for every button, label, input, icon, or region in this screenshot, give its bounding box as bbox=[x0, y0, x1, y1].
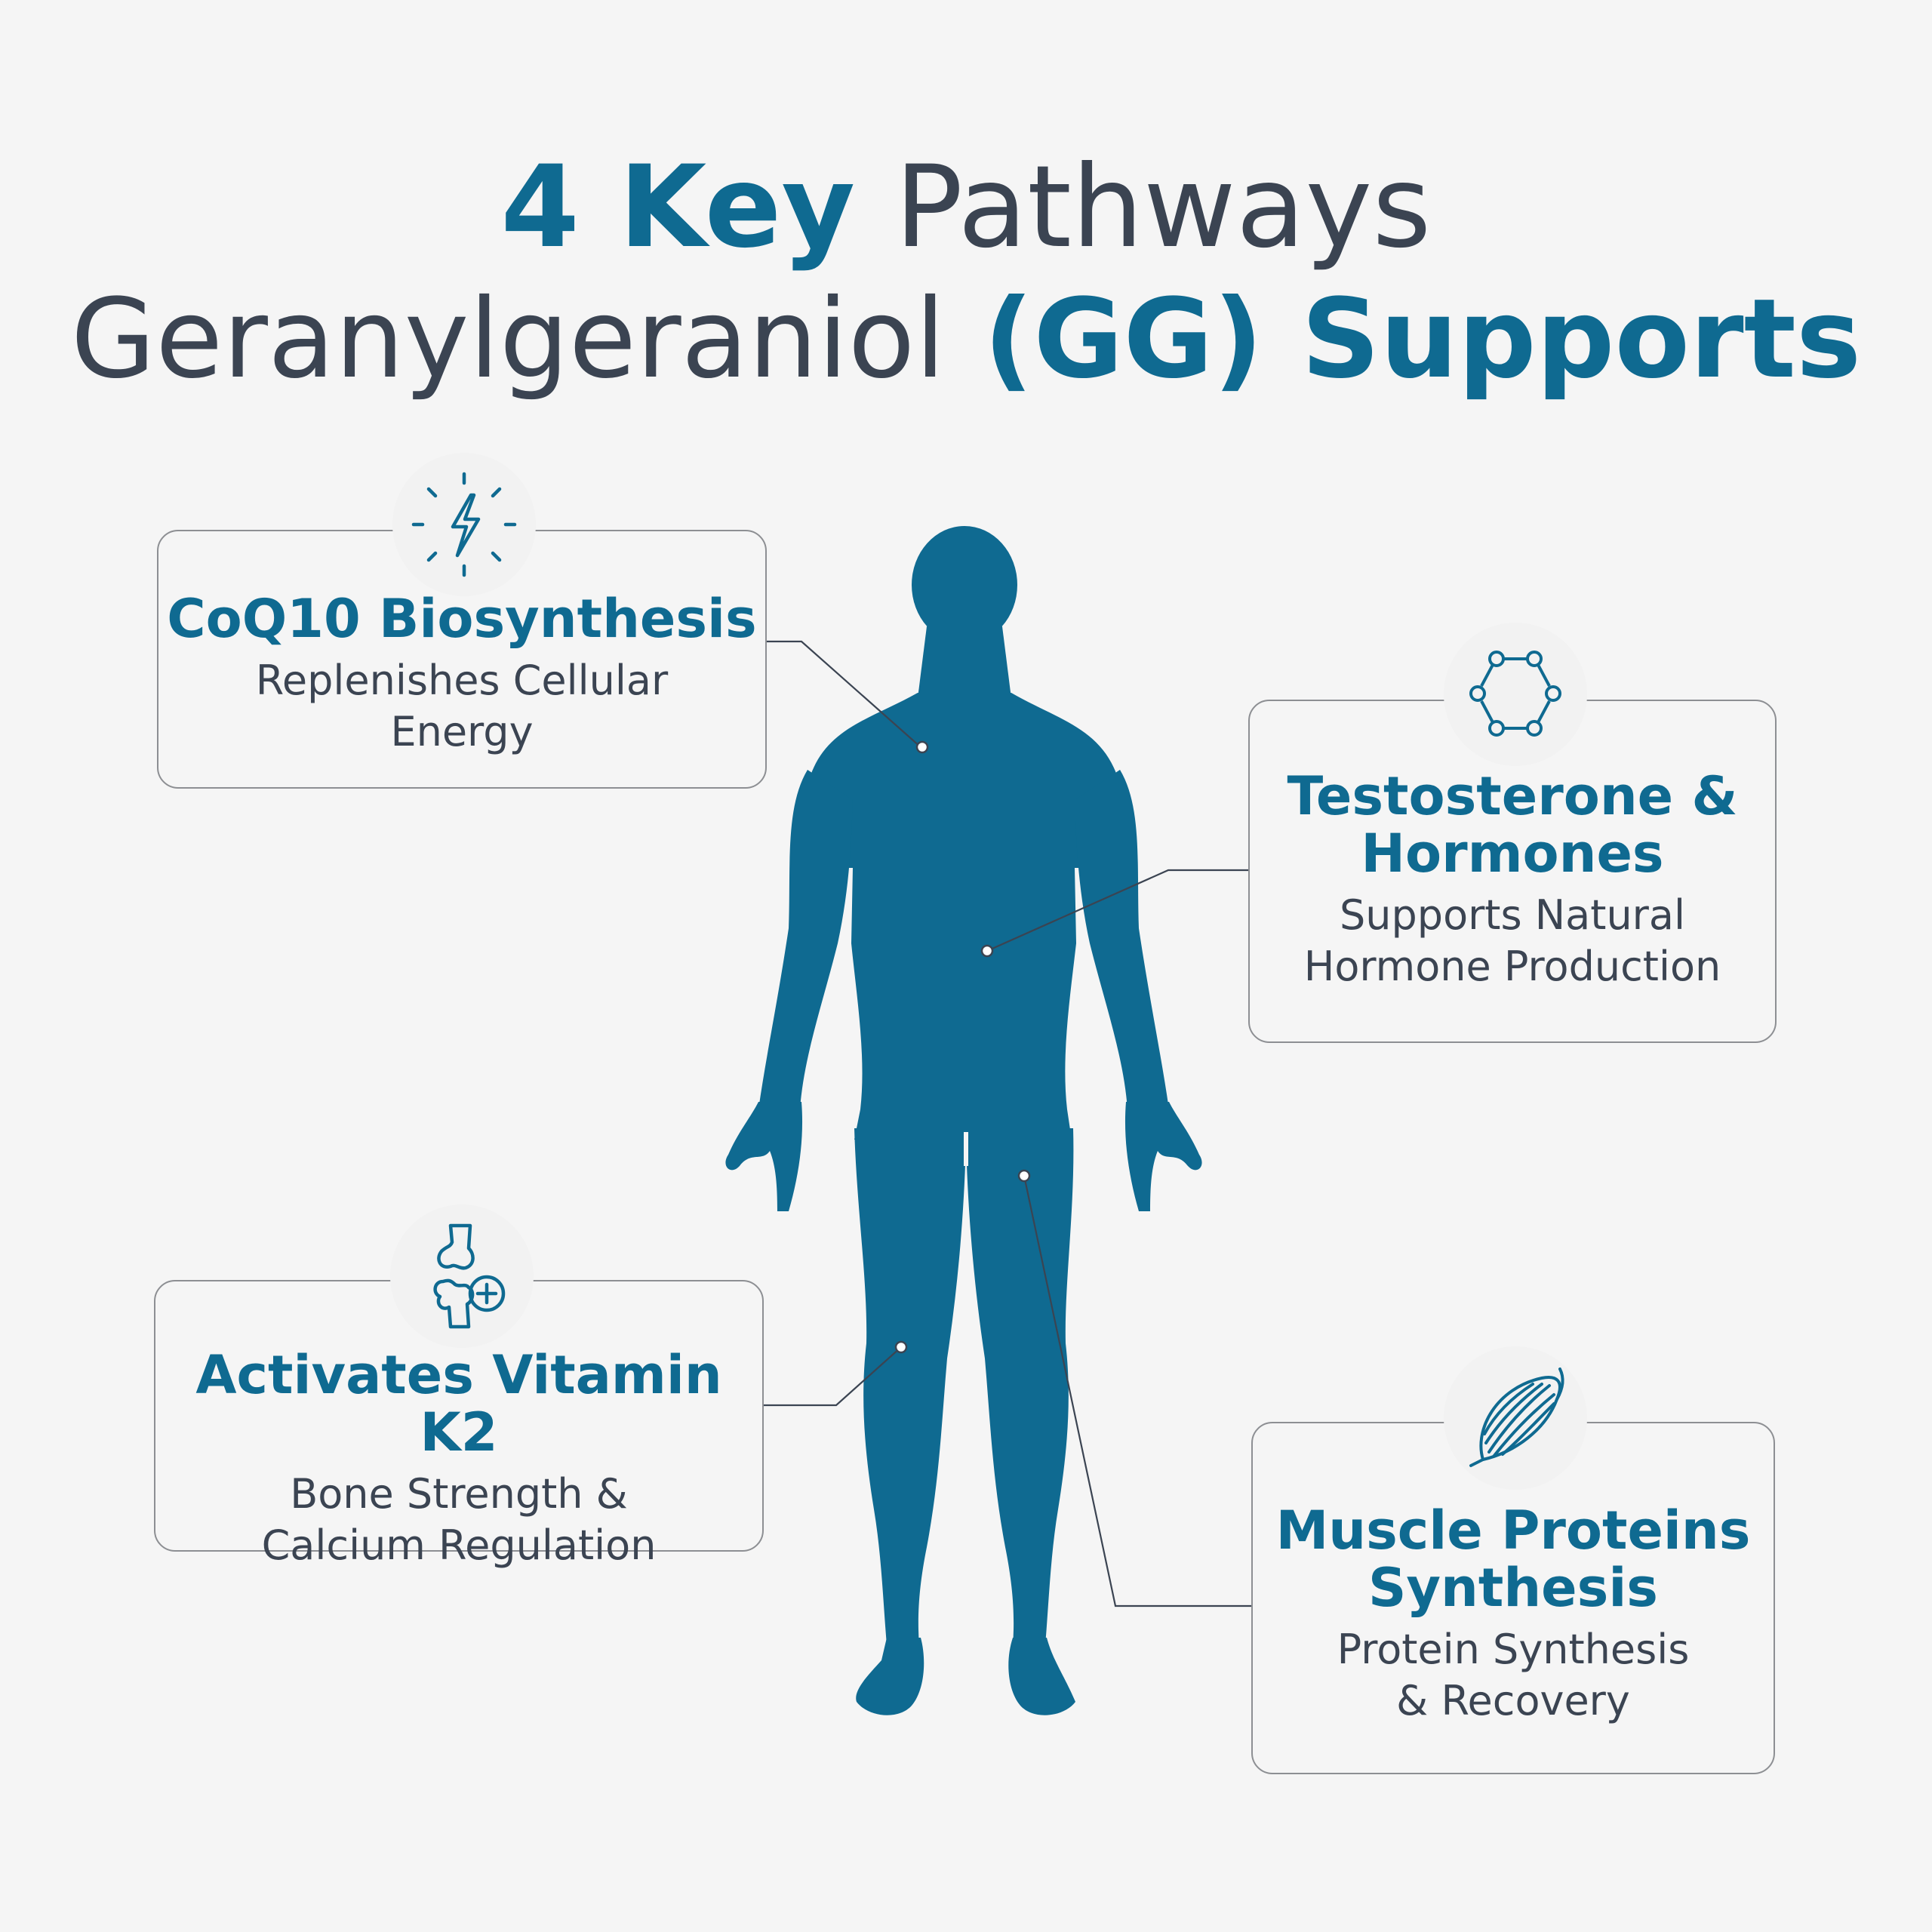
dot-muscle bbox=[1017, 1169, 1031, 1183]
card-vitamin-k2: Activates Vitamin K2 Bone Strength & Cal… bbox=[154, 1280, 764, 1569]
heading-accent-2: (GG) Supports bbox=[983, 275, 1862, 403]
card-muscle-title-line-1: Muscle Proteins bbox=[1275, 1500, 1751, 1561]
card-vitamin-k2-title: Activates Vitamin K2 bbox=[195, 1344, 722, 1463]
heading-lead-2: Geranylgeraniol bbox=[70, 275, 946, 403]
heading-accent-1: 4 Key bbox=[500, 142, 856, 273]
card-coq10-desc: Replenishes Cellular Energy bbox=[158, 655, 765, 758]
heading-line-1: 4 Key Pathways bbox=[0, 143, 1932, 272]
muscle-fiber-icon bbox=[1444, 1346, 1587, 1490]
card-coq10-desc-line-1: Replenishes Cellular bbox=[255, 657, 669, 704]
card-vitamin-k2-desc-line-2: Calcium Regulation bbox=[261, 1521, 657, 1569]
card-hormones-desc-line-1: Supports Natural bbox=[1340, 891, 1685, 939]
card-muscle-desc-line-1: Protein Synthesis bbox=[1337, 1626, 1690, 1673]
connector-hormones bbox=[986, 869, 1248, 952]
connector-lines bbox=[764, 640, 1251, 1607]
card-coq10-title: CoQ10 Biosynthesis bbox=[167, 588, 757, 650]
dot-hormones bbox=[980, 944, 994, 958]
dot-vitamin-k2 bbox=[894, 1340, 908, 1354]
card-hormones-desc-line-2: Hormone Production bbox=[1303, 943, 1721, 990]
card-hormones-title-line-1: Testosterone & bbox=[1287, 765, 1738, 827]
heading-rest-1: Pathways bbox=[894, 142, 1432, 273]
heading-line-2: Geranylgeraniol (GG) Supports bbox=[0, 275, 1932, 404]
card-hormones-title: Testosterone & Hormones bbox=[1250, 768, 1775, 882]
connector-vitamin-k2 bbox=[764, 1346, 902, 1407]
card-vitamin-k2-desc-line-1: Bone Strength & bbox=[290, 1470, 628, 1518]
card-muscle-title: Muscle Proteins Synthesis bbox=[1253, 1502, 1774, 1617]
connector-coq10 bbox=[767, 640, 921, 748]
card-muscle: Muscle Proteins Synthesis Protein Synthe… bbox=[1251, 1422, 1775, 1774]
card-muscle-title-line-2: Synthesis bbox=[1368, 1557, 1658, 1619]
dot-coq10 bbox=[915, 740, 929, 754]
card-muscle-desc-line-2: & Recovery bbox=[1396, 1677, 1630, 1724]
card-muscle-desc: Protein Synthesis & Recovery bbox=[1253, 1624, 1774, 1727]
card-vitamin-k2-desc: Bone Strength & Calcium Regulation bbox=[155, 1469, 762, 1571]
bone-joint-icon bbox=[390, 1204, 534, 1348]
human-silhouette bbox=[725, 526, 1202, 1715]
anchor-dots bbox=[894, 740, 1031, 1354]
card-coq10-desc-line-2: Energy bbox=[390, 708, 534, 755]
connector-muscle bbox=[1023, 1175, 1251, 1607]
card-hormones-desc: Supports Natural Hormone Production bbox=[1250, 890, 1775, 992]
card-hormones-title-line-2: Hormones bbox=[1361, 823, 1664, 884]
lightning-bolt-icon bbox=[392, 453, 536, 596]
molecule-ring-icon bbox=[1444, 623, 1587, 766]
